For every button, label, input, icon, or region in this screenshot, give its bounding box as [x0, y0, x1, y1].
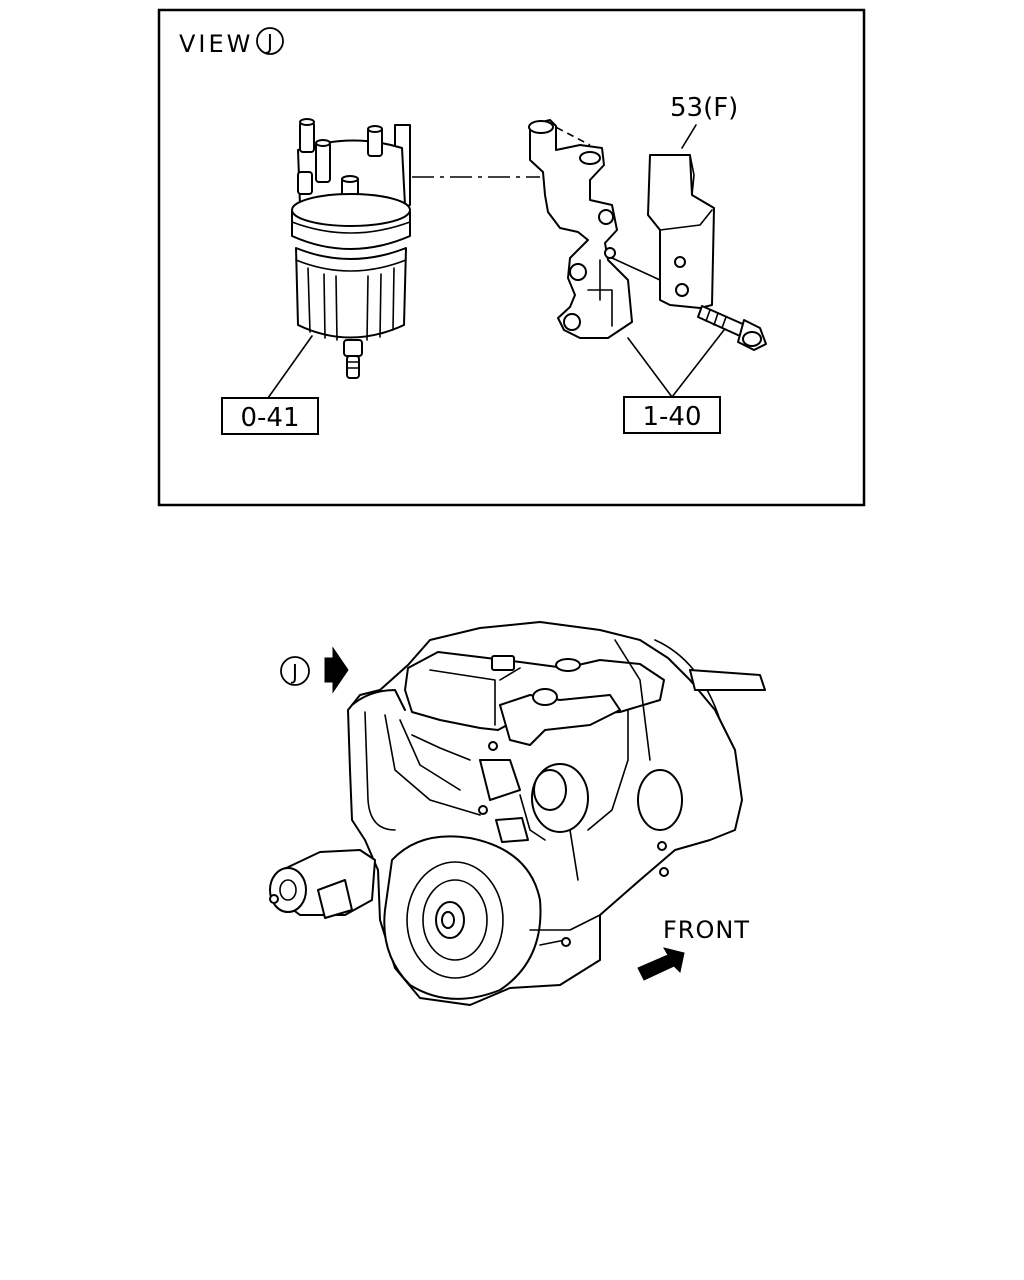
front-indicator: FRONT: [637, 916, 750, 981]
fuel-filter-drawing: [291, 118, 411, 379]
view-letter-circle: [256, 27, 284, 55]
view-title-letter: J: [265, 30, 273, 54]
bolt-drawing: [697, 305, 767, 351]
callout-bracket-text: 1-40: [642, 402, 701, 432]
leader-plate: [681, 124, 697, 149]
leader-bolt: [671, 329, 725, 398]
callout-filter-text: 0-41: [240, 403, 299, 433]
callout-plate-text: 53(F): [670, 93, 738, 123]
view-title: VIEW J: [179, 27, 284, 58]
plate-drawing: [647, 154, 715, 309]
leader-bracket: [627, 337, 673, 398]
front-arrow-icon: [637, 947, 685, 981]
bracket-drawing: [528, 119, 661, 339]
view-marker: J: [280, 646, 349, 694]
view-title-prefix: VIEW: [179, 30, 253, 58]
view-marker-circle: [280, 656, 310, 686]
view-marker-letter: J: [290, 660, 298, 684]
front-label: FRONT: [663, 916, 750, 944]
callout-bracket: 1-40: [623, 396, 721, 434]
view-arrow-icon: [324, 646, 349, 694]
leader-filter: [267, 335, 313, 399]
callout-filter: 0-41: [221, 397, 319, 435]
view-frame: [157, 8, 866, 507]
engine-drawing: [269, 621, 766, 1006]
